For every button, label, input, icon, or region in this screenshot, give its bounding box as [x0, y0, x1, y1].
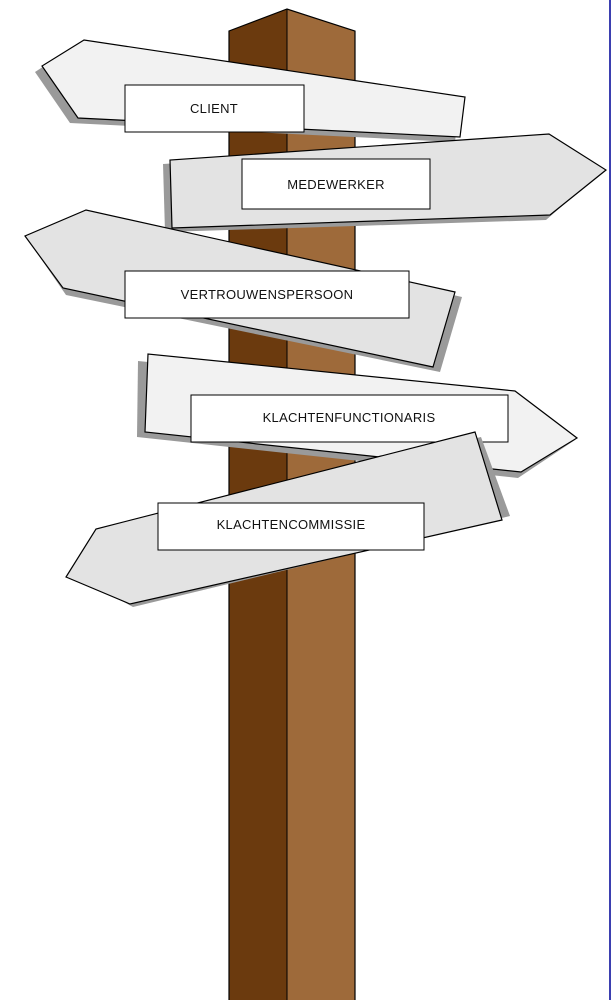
page-edge-rule [609, 0, 611, 1000]
sign-client-label: CLIENT [190, 101, 238, 116]
sign-vertrouwenspersoon-label: VERTROUWENSPERSOON [181, 287, 354, 302]
sign-klachtenfunctionaris-label: KLACHTENFUNCTIONARIS [263, 410, 436, 425]
sign-klachtenfunctionaris: KLACHTENFUNCTIONARIS [137, 354, 577, 478]
sign-klachtencommissie-label: KLACHTENCOMMISSIE [217, 517, 366, 532]
sign-medewerker-label: MEDEWERKER [287, 177, 385, 192]
